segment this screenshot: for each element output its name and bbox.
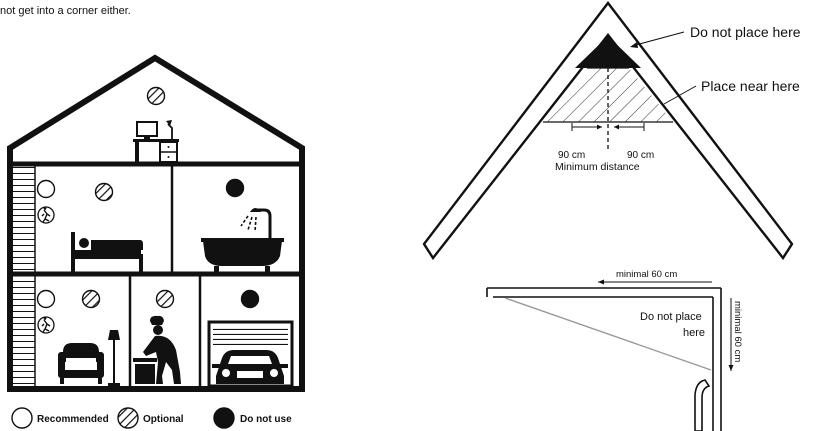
- roof-do-not-place-label: Do not place here: [690, 24, 801, 40]
- detector-recommended-icon: [36, 289, 56, 309]
- legend-do-not-use: Do not use: [240, 414, 292, 425]
- detector-optional-icon: [155, 289, 175, 309]
- smoke-alarm-running-icon: [37, 206, 55, 224]
- corner-cross-section: minimal 60 cm minimal 60 cm Do not place…: [486, 269, 743, 431]
- legend-recommended: Recommended: [37, 414, 109, 425]
- roof-apex-no-place-zone: [575, 36, 641, 68]
- detector-optional-icon: [146, 86, 166, 106]
- legend: Recommended Optional Do not use: [11, 407, 292, 429]
- roof-dist-right: 90 cm: [627, 150, 654, 161]
- bathtub-shower-icon: [201, 208, 284, 272]
- cook-icon: [133, 315, 181, 384]
- detector-recommended-icon: [36, 179, 56, 199]
- corner-side-dimension: minimal 60 cm: [732, 301, 743, 362]
- roof-min-distance: Minimum distance: [555, 161, 640, 173]
- house-cross-section: [7, 54, 305, 392]
- detector-optional-icon: [94, 182, 114, 202]
- radiator-icon: [694, 379, 711, 431]
- detector-optional-icon: [117, 407, 139, 429]
- detector-do-not-use-icon: [225, 178, 245, 198]
- detector-do-not-use-icon: [213, 407, 235, 429]
- legend-optional: Optional: [143, 414, 184, 425]
- intro-text: not get into a corner either.: [0, 5, 131, 17]
- detector-do-not-use-icon: [240, 289, 260, 309]
- roof-cross-section: 90 cm 90 cm Minimum distance Do not plac…: [422, 1, 801, 261]
- desk-computer-icon: [133, 120, 179, 163]
- garage-car-icon: [207, 320, 294, 388]
- roof-place-near-label: Place near here: [701, 78, 800, 94]
- bed-icon: [71, 232, 143, 272]
- corner-top-dimension: minimal 60 cm: [616, 269, 677, 280]
- armchair-lamp-icon: [58, 330, 120, 386]
- corner-diagonal: [504, 297, 712, 371]
- corner-do-not-place-line1: Do not place: [640, 311, 702, 323]
- roof-dist-left: 90 cm: [558, 150, 585, 161]
- detector-optional-icon: [81, 289, 101, 309]
- corner-do-not-place-line2: here: [683, 327, 705, 339]
- smoke-alarm-running-icon: [37, 316, 55, 334]
- detector-recommended-icon: [11, 407, 33, 429]
